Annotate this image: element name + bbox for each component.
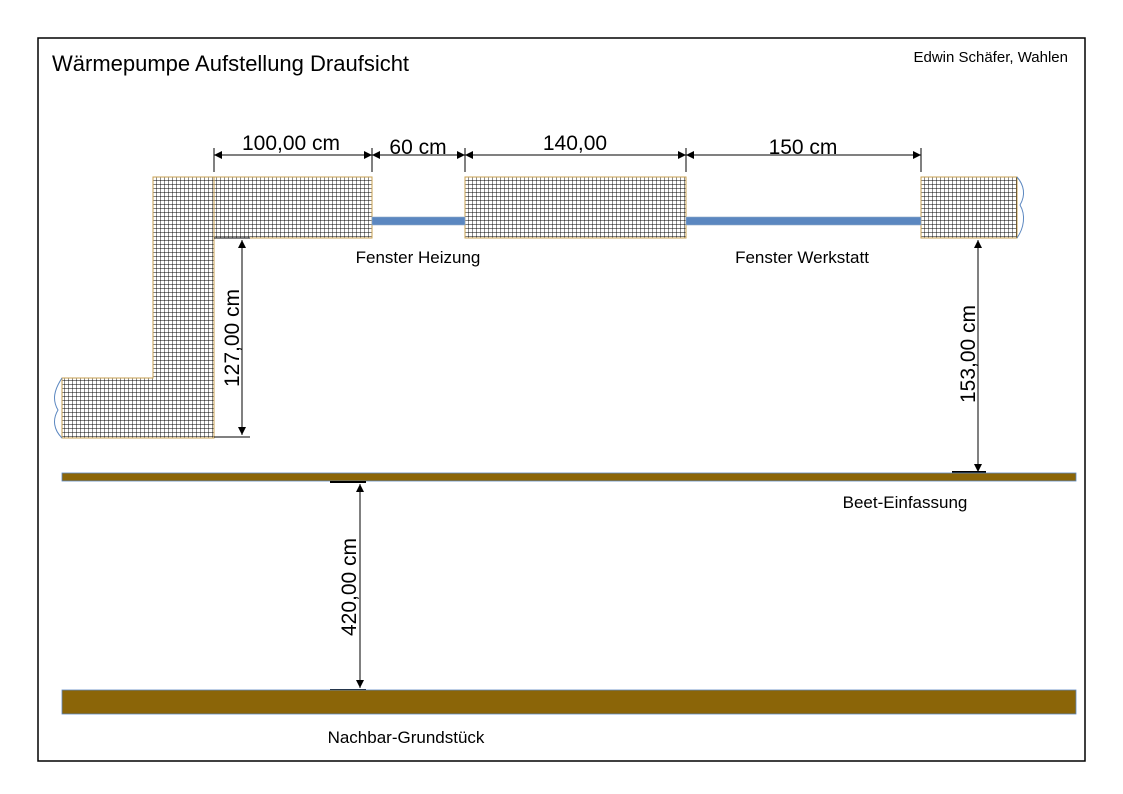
label-fenster-heizung: Fenster Heizung bbox=[356, 248, 481, 267]
label-beet-einfassung: Beet-Einfassung bbox=[843, 493, 968, 512]
dim-label-150: 150 cm bbox=[769, 136, 838, 159]
window-werkstatt bbox=[685, 216, 922, 226]
dim-label-420: 420,00 cm bbox=[338, 538, 361, 636]
label-fenster-werkstatt: Fenster Werkstatt bbox=[735, 248, 869, 267]
bed-border-strip bbox=[61, 472, 1077, 482]
label-nachbar-grundstueck: Nachbar-Grundstück bbox=[328, 728, 485, 747]
dimension-lines-top bbox=[213, 148, 922, 172]
dim-label-60: 60 cm bbox=[389, 136, 446, 159]
dim-label-127: 127,00 cm bbox=[221, 289, 244, 387]
drawing-frame bbox=[37, 37, 1086, 762]
drawing-title: Wärmepumpe Aufstellung Draufsicht bbox=[52, 51, 409, 76]
wall-right bbox=[920, 176, 1018, 239]
house-walls bbox=[54, 176, 1025, 439]
wall-edge-left bbox=[54, 377, 63, 439]
dim-label-140: 140,00 bbox=[543, 132, 607, 155]
author-label: Edwin Schäfer, Wahlen bbox=[913, 49, 1068, 66]
wall-edge-right bbox=[1016, 176, 1025, 239]
dim-label-100: 100,00 cm bbox=[242, 132, 340, 155]
dimension-right-depth bbox=[952, 240, 986, 473]
window-heizung bbox=[371, 216, 466, 226]
neighbor-strip bbox=[61, 689, 1077, 715]
dimension-left-depth bbox=[214, 237, 250, 438]
wall-middle bbox=[464, 176, 687, 239]
wall-left-l-shape bbox=[61, 176, 373, 439]
dim-label-153: 153,00 cm bbox=[957, 305, 980, 403]
